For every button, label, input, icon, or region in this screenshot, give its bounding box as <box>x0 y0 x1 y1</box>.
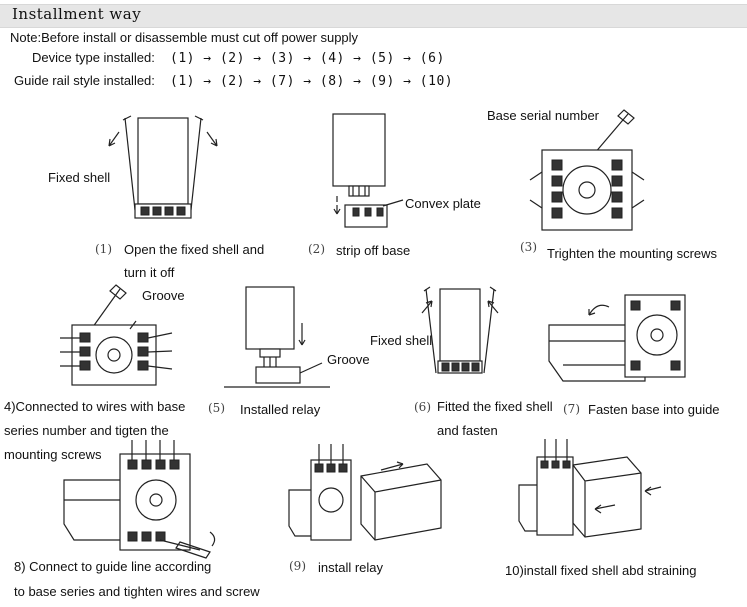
step1-caption-2: turn it off <box>124 265 175 280</box>
step1-number: (1) <box>95 242 112 256</box>
step3-base-drawing <box>529 109 645 231</box>
guide-rail-label: Guide rail style installed: <box>14 73 155 88</box>
step3-number: (3) <box>520 240 537 254</box>
step6-number: (6) <box>414 400 431 414</box>
step6-relay-drawing <box>421 286 499 374</box>
step2-number: (2) <box>308 242 325 256</box>
step1-caption-1: Open the fixed shell and <box>124 242 265 257</box>
step9-number: (9) <box>289 559 306 573</box>
step1-relay-drawing <box>108 115 218 219</box>
section-title: Installment way <box>12 5 142 23</box>
step6-callout: Fixed shell <box>370 333 433 348</box>
step1-callout: Fixed shell <box>48 170 111 185</box>
step8-caption-2: to base series and tighten wires and scr… <box>14 584 260 599</box>
step3-caption-1: Trighten the mounting screws <box>547 246 718 261</box>
step5-relay-drawing <box>224 286 330 388</box>
step7-caption-1: Fasten base into guide <box>588 402 720 417</box>
step2-callout: Convex plate <box>405 196 481 211</box>
step2-relay-drawing <box>332 113 404 228</box>
step2-caption-1: strip off base <box>336 243 411 258</box>
step5-number: (5) <box>208 401 225 415</box>
device-type-sequence: (1) → (2) → (3) → (4) → (5) → (6) <box>170 51 445 66</box>
step9-caption-1: install relay <box>318 560 384 575</box>
section-header-bar <box>0 4 747 28</box>
step6-caption-2: and fasten <box>437 423 498 438</box>
device-type-label: Device type installed: <box>32 50 155 65</box>
step4-callout: Groove <box>142 288 185 303</box>
step4-caption-1: 4)Connected to wires with base <box>4 399 186 414</box>
step7-number: (7) <box>563 402 580 416</box>
step6-caption-1: Fitted the fixed shell <box>437 399 553 414</box>
step4-caption-3: mounting screws <box>4 447 102 462</box>
step10-caption-1: 10)install fixed shell abd straining <box>505 563 697 578</box>
step4-wiring-drawing <box>60 284 173 386</box>
guide-rail-sequence: (1) → (2) → (7) → (8) → (9) → (10) <box>170 74 454 89</box>
step8-connection-drawing <box>63 440 216 559</box>
step9-install-relay-drawing <box>288 444 442 541</box>
power-note: Note:Before install or disassemble must … <box>10 30 359 45</box>
step5-caption-1: Installed relay <box>240 402 321 417</box>
step7-guide-rail-drawing <box>548 294 686 382</box>
step8-caption-1: 8) Connect to guide line according <box>14 559 212 574</box>
step10-fixed-shell-drawing <box>518 439 662 538</box>
step3-callout: Base serial number <box>487 108 599 123</box>
step4-caption-2: series number and tigten the <box>4 423 169 438</box>
step5-callout: Groove <box>327 352 370 367</box>
